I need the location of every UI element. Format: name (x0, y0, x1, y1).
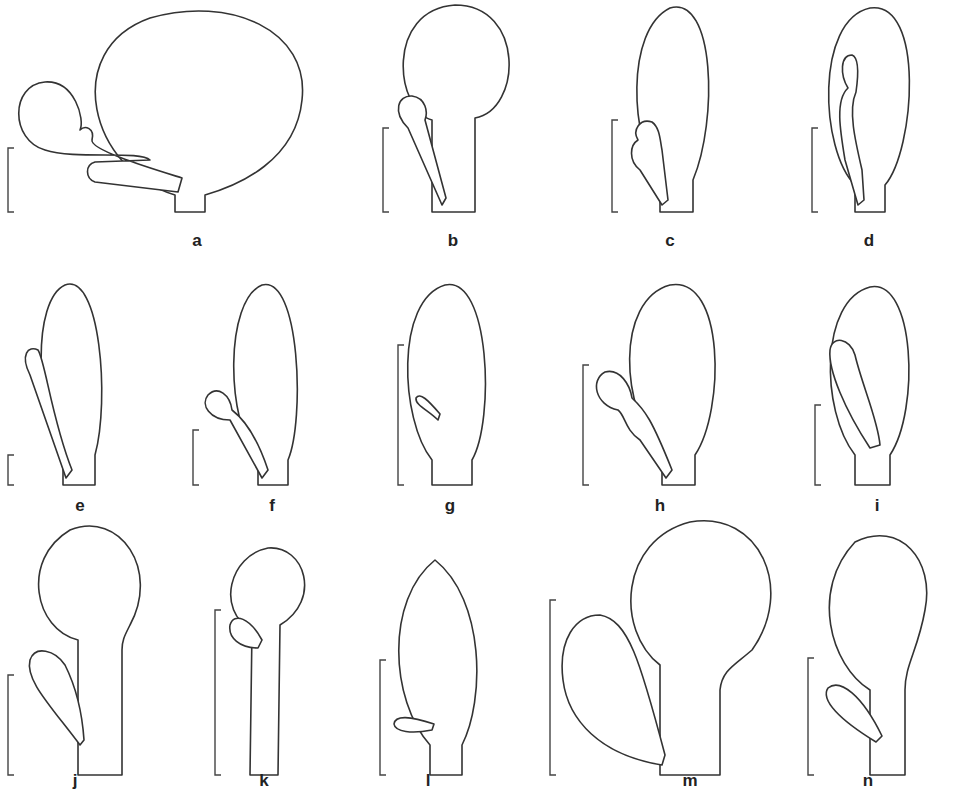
scale-bracket (583, 365, 589, 485)
scale-bracket (550, 600, 556, 775)
figure-letter: j (73, 772, 78, 789)
blade-outline (41, 284, 102, 485)
figure-letter: d (864, 232, 874, 249)
figure-letter: i (875, 497, 880, 514)
blade-outline (630, 284, 715, 485)
appendage-outline (25, 349, 72, 478)
scale-bracket (8, 455, 14, 485)
appendage-outline (632, 121, 669, 205)
appendage-outline (562, 615, 665, 765)
figure-letter: k (259, 772, 268, 789)
blade-outline (408, 285, 486, 485)
figure-letter: n (863, 772, 873, 789)
figure-letter: c (665, 232, 674, 249)
figure-letter: e (75, 497, 84, 514)
scale-bracket (215, 610, 221, 775)
scale-bracket (612, 120, 618, 212)
scale-bracket (812, 128, 818, 212)
appendage-outline (394, 718, 434, 732)
scale-bracket (398, 345, 404, 485)
appendage-outline (230, 618, 262, 648)
appendage-outline (29, 651, 84, 745)
figure-letter: f (269, 497, 275, 514)
appendage-outline (826, 685, 882, 742)
figure-letter: b (448, 232, 458, 249)
figure-letter: g (445, 497, 455, 514)
figure-letter: a (192, 232, 201, 249)
scale-bracket (815, 405, 821, 485)
scale-bracket (193, 430, 199, 485)
scale-bracket (808, 658, 814, 775)
blade-outline (39, 526, 141, 775)
appendage-outline (398, 96, 446, 205)
scale-bracket (8, 148, 14, 212)
figure-letter: h (655, 497, 665, 514)
figure-letter: l (426, 772, 431, 789)
appendage-outline (840, 55, 864, 205)
appendage-outline (830, 340, 880, 448)
blade-outline (234, 285, 298, 485)
blade-outline (829, 8, 910, 212)
blade-outline (231, 548, 305, 775)
scale-bracket (383, 128, 389, 212)
blade-outline (399, 560, 477, 775)
scale-bracket (8, 675, 14, 775)
appendage-outline (416, 396, 440, 420)
blade-outline (830, 287, 909, 485)
figure-letter: m (682, 772, 697, 789)
appendage-outline (596, 371, 672, 478)
appendage-outline (19, 82, 182, 192)
appendage-outline (205, 391, 268, 478)
scale-bracket (380, 660, 386, 775)
